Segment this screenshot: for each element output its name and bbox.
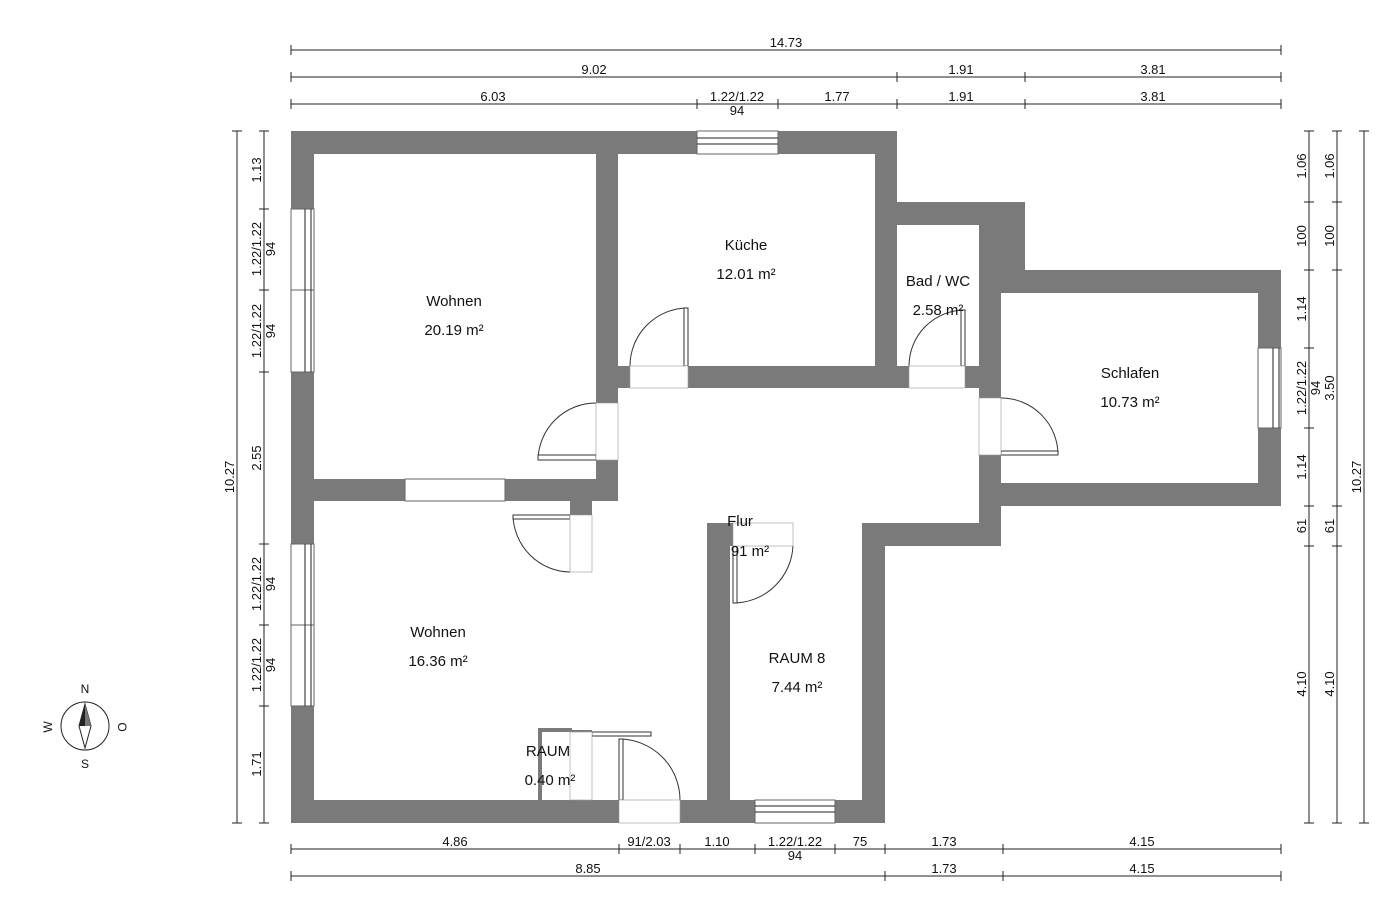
room-name-flur: Flur [727,513,753,530]
room-area-raum8: 7.44 m² [772,679,823,696]
dim-right-overall: 10.27 [1349,461,1364,494]
dimensions-left: 10.27 1.13 1.22/1.22 94 1.22/1.22 94 2.5… [222,130,278,824]
dim-left-4: 2.55 [249,445,264,470]
dim-right-m1: 1.06 [1322,153,1337,178]
dim-left-2: 1.22/1.22 [249,222,264,276]
dim-top-r3-1: 6.03 [480,89,505,104]
window-kitchen [696,130,779,155]
dim-bot-r1-2: 91/2.03 [627,834,670,849]
compass-icon: N S W O [41,682,129,771]
room-name-raum: RAUM [526,743,570,760]
dim-left-sub-2: 94 [263,324,278,338]
window-living2-b [290,624,315,707]
dim-bot-r1-7: 4.15 [1129,834,1154,849]
opening-living [404,478,506,502]
room-name-kueche: Küche [725,237,768,254]
dimensions-bottom: 4.86 91/2.03 1.10 1.22/1.22 94 75 1.73 4… [290,834,1282,881]
windows [290,130,1282,824]
dim-left-sub-1: 94 [263,242,278,256]
dim-bot-r2-2: 1.73 [931,861,956,876]
dim-left-1: 1.13 [249,157,264,182]
room-name-wohnen-1: Wohnen [426,293,482,310]
compass-north: N [81,682,90,696]
dim-top-r3-2: 1.22/1.22 [710,89,764,104]
dim-top-r3-5: 3.81 [1140,89,1165,104]
dim-right-m3: 3.50 [1322,375,1337,400]
window-living1-b [290,289,315,373]
compass-west: W [41,721,55,733]
dim-bot-r1-1: 4.86 [442,834,467,849]
room-area-kueche: 12.01 m² [716,266,775,283]
room-labels: Wohnen 20.19 m² Küche 12.01 m² Bad / WC … [408,237,1159,789]
room-area-wohnen-1: 20.19 m² [424,322,483,339]
dim-top-r3-sub: 94 [730,103,744,118]
dim-bot-r1-3: 1.10 [704,834,729,849]
dim-left-sub-3: 94 [263,577,278,591]
room-area-wohnen-2: 16.36 m² [408,653,467,670]
room-name-schlafen: Schlafen [1101,365,1159,382]
room-area-flur: 91 m² [731,543,769,560]
dim-top-r2-2: 1.91 [948,62,973,77]
dim-top-r2-3: 3.81 [1140,62,1165,77]
dim-top-r3-4: 1.91 [948,89,973,104]
dim-bot-r2-3: 4.15 [1129,861,1154,876]
dim-bot-r1-6: 1.73 [931,834,956,849]
dim-right-sub: 94 [1308,381,1323,395]
dim-left-overall: 10.27 [222,461,237,494]
dim-left-3: 1.22/1.22 [249,304,264,358]
dim-right-6: 61 [1294,519,1309,533]
dim-bot-r2-1: 8.85 [575,861,600,876]
compass-south: S [81,757,89,771]
room-area-bad: 2.58 m² [913,302,964,319]
dim-right-5: 1.14 [1294,454,1309,479]
room-name-wohnen-2: Wohnen [410,624,466,641]
dim-left-sub-4: 94 [263,658,278,672]
window-bedroom [1257,347,1282,429]
dimensions-right: 1.06 100 1.14 1.22/1.22 94 1.14 61 4.10 … [1294,130,1369,824]
dim-left-6: 1.22/1.22 [249,638,264,692]
walls [291,131,1281,823]
dim-right-7: 4.10 [1294,671,1309,696]
dim-right-2: 100 [1294,225,1309,247]
room-area-raum: 0.40 m² [525,772,576,789]
compass-east: O [115,722,129,731]
dim-right-m5: 4.10 [1322,671,1337,696]
dim-bot-r1-5: 75 [853,834,867,849]
doors [512,307,1059,824]
dim-left-7: 1.71 [249,751,264,776]
dimensions-top: 14.73 9.02 1.91 3.81 6.03 1.22/1.22 94 1… [290,35,1282,118]
dim-right-3: 1.14 [1294,296,1309,321]
dim-left-5: 1.22/1.22 [249,557,264,611]
dim-right-4: 1.22/1.22 [1294,361,1309,415]
room-area-schlafen: 10.73 m² [1100,394,1159,411]
room-name-raum8: RAUM 8 [769,650,826,667]
dim-top-overall: 14.73 [770,35,803,50]
dim-top-r3-3: 1.77 [824,89,849,104]
room-name-bad: Bad / WC [906,273,970,290]
dim-right-m2: 100 [1322,225,1337,247]
dim-bot-r1-sub: 94 [788,848,802,863]
dim-right-1: 1.06 [1294,153,1309,178]
dim-right-m4: 61 [1322,519,1337,533]
dim-top-r2-1: 9.02 [581,62,606,77]
dim-bot-r1-4: 1.22/1.22 [768,834,822,849]
